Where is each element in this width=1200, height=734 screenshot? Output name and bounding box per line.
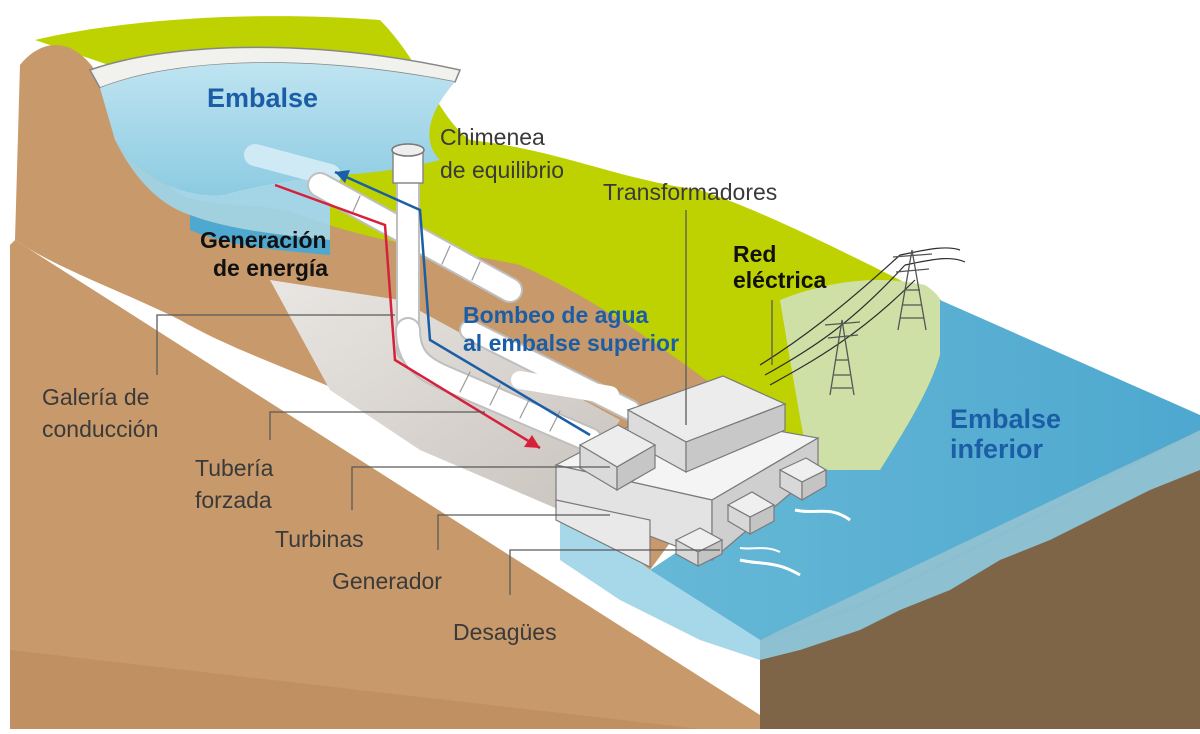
surge-chamber-cap (391, 143, 425, 157)
leader-generator (437, 514, 610, 550)
earth-front (10, 240, 760, 729)
vegetation-hill (35, 16, 950, 470)
labels: Embalse Chimenea de equilibrio Transform… (42, 83, 1061, 645)
generation-arrow (274, 183, 541, 450)
pipe-rings (351, 195, 561, 432)
upper-reservoir (88, 46, 462, 255)
pipes (244, 143, 641, 453)
transmission-tower-near (824, 319, 861, 396)
flow-arrows (274, 170, 591, 450)
leader-penstock (269, 411, 485, 440)
label-transformers: Transformadores (603, 179, 777, 205)
upper-water-front (115, 140, 330, 240)
label-conduction-2: conducción (42, 416, 158, 442)
label-lower-reservoir-1: Embalse (950, 404, 1061, 434)
label-turbines: Turbinas (275, 526, 364, 552)
label-pumping-1: Bombeo de agua (463, 302, 649, 328)
penstock-bend-inner (397, 319, 601, 451)
label-generator: Generador (332, 568, 442, 594)
vegetation-riverbank (780, 280, 949, 470)
intake-pipe-upper (244, 144, 341, 186)
drain-box-2-side (749, 504, 775, 536)
transmission-tower-far (892, 249, 933, 331)
generator-side (616, 443, 656, 492)
gallery-cut (270, 280, 620, 510)
leader-drains (509, 549, 720, 595)
label-penstock-2: forzada (195, 487, 272, 513)
upper-water (100, 62, 455, 196)
label-lower-reservoir-2: inferior (950, 434, 1044, 464)
transformer-side (685, 403, 786, 473)
label-generation-1: Generación (200, 227, 327, 253)
pumping-arrow (334, 170, 591, 437)
label-upper-reservoir: Embalse (207, 83, 318, 113)
label-surge-chamber-2: de equilibrio (440, 157, 564, 183)
label-grid-2: eléctrica (733, 267, 827, 293)
earth-bottom (10, 650, 700, 729)
label-conduction-1: Galería de (42, 384, 149, 410)
leader-conduction (156, 314, 395, 375)
drain-box-3-side (801, 469, 827, 502)
drain-ripple-1 (794, 508, 851, 522)
penstock-return (511, 371, 619, 404)
lower-water-top (650, 300, 1200, 640)
tunnel-gallery (270, 280, 620, 510)
pumping-arrow-head (335, 170, 350, 183)
generation-arrow-head (524, 435, 540, 448)
drain-box-1-side (697, 539, 723, 567)
label-surge-chamber-1: Chimenea (440, 124, 545, 150)
label-pumping-2: al embalse superior (463, 330, 679, 356)
label-generation-2: de energía (213, 255, 328, 281)
leader-turbines (351, 466, 610, 510)
drain-ripple-3 (739, 547, 781, 553)
lower-water-side (760, 430, 1200, 660)
label-drains: Desagües (453, 619, 557, 645)
drain-ripple-2 (739, 558, 801, 577)
power-lines (759, 247, 966, 386)
label-penstock-1: Tubería (195, 455, 274, 481)
upper-water-deep (190, 215, 330, 255)
label-grid-1: Red (733, 241, 776, 267)
leader-lines (156, 210, 773, 595)
